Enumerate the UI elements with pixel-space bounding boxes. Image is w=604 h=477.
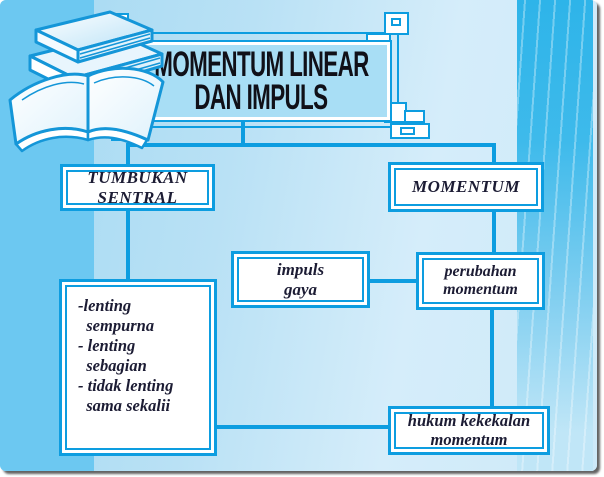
- connector-to-tumbukan: [126, 143, 130, 166]
- node-label: perubahan: [444, 263, 517, 281]
- list-item: sebagian: [78, 356, 147, 375]
- node-label: momentum: [443, 281, 518, 298]
- node-label: SENTRAL: [97, 187, 178, 207]
- list-item: - lenting: [78, 336, 136, 355]
- node-label: hukum kekekalan: [407, 411, 531, 431]
- diagram-title-box: MOMENTUM LINEAR DAN IMPULS: [130, 40, 392, 122]
- node-perubahan-momentum: perubahan momentum: [416, 252, 545, 310]
- connector-title-down: [241, 120, 245, 145]
- node-label: gaya: [283, 279, 318, 299]
- node-label: MOMENTUM: [412, 177, 520, 197]
- corner-bar-icon: [404, 110, 425, 123]
- node-jenis-tumbukan-list: -lenting sempurna - lenting sebagian - t…: [59, 279, 217, 456]
- connector-perubahan-to-hukum: [490, 308, 494, 408]
- list-item: sama sekalii: [78, 396, 171, 415]
- connector-top-bar: [126, 143, 496, 147]
- node-momentum: MOMENTUM: [388, 162, 544, 212]
- connector-impuls-to-perubahan: [367, 279, 418, 283]
- diagram-screenshot-frame: MOMENTUM LINEAR DAN IMPULS TUMBUKAN SENT…: [0, 0, 597, 471]
- node-label: momentum: [430, 429, 508, 449]
- node-label: TUMBUKAN: [87, 168, 188, 188]
- diagram-title-line1: MOMENTUM LINEAR: [153, 45, 369, 84]
- connector-to-momentum: [492, 143, 496, 165]
- connector-list-to-hukum: [214, 425, 390, 429]
- node-tumbukan-sentral: TUMBUKAN SENTRAL: [60, 164, 215, 211]
- list-item: - tidak lenting: [78, 376, 174, 395]
- list-item: -lenting: [78, 296, 132, 315]
- books-icon: [8, 10, 165, 153]
- list-item: sempurna: [78, 316, 155, 335]
- right-watercolor-band: [517, 0, 593, 471]
- node-hukum-kekekalan-momentum: hukum kekekalan momentum: [388, 406, 550, 455]
- brush-streaks: [517, 0, 593, 471]
- connector-momentum-to-perubahan: [492, 211, 496, 254]
- diagram-title-line2: DAN IMPULS: [194, 78, 329, 117]
- corner-bar-inner-icon: [400, 127, 415, 135]
- connector-tumbukan-to-list: [126, 208, 130, 281]
- node-impuls-gaya: impuls gaya: [231, 251, 370, 308]
- corner-square-inner-icon: [391, 18, 401, 26]
- node-label: impuls: [276, 260, 325, 280]
